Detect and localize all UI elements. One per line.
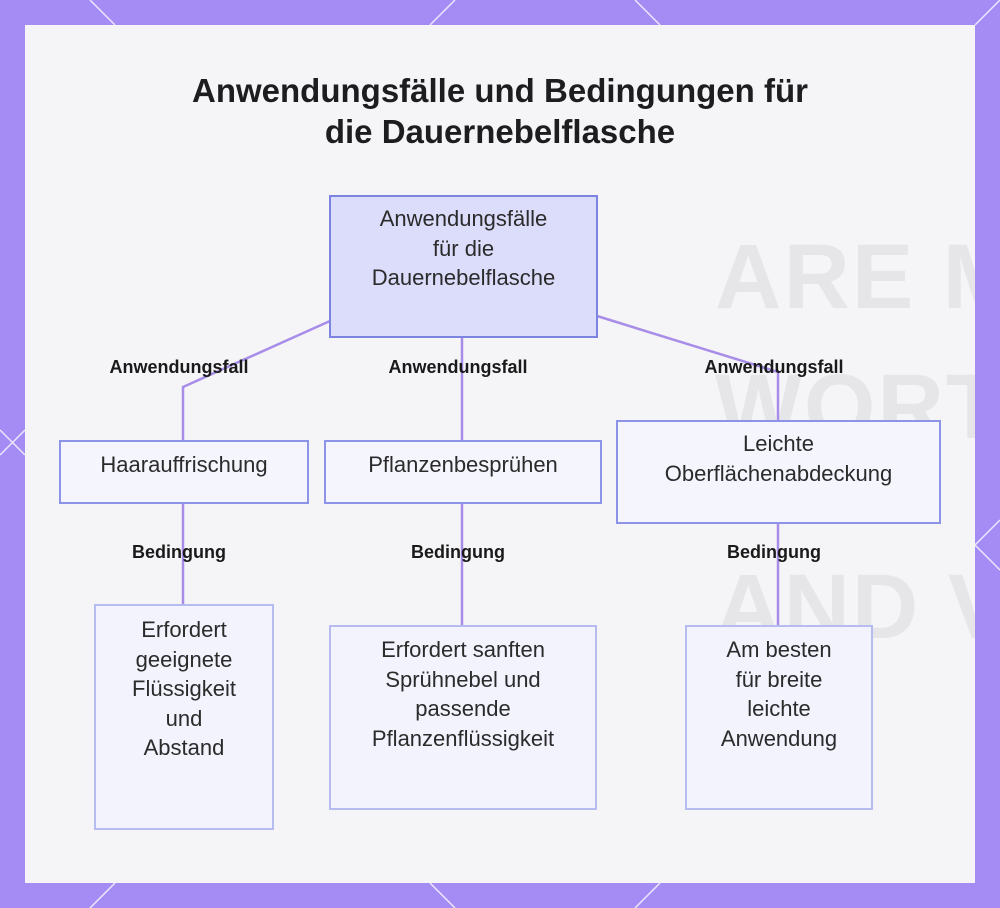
title-line: die Dauernebelflasche [324, 113, 676, 150]
node-text: für die [432, 235, 495, 261]
node-text: Abstand [143, 735, 225, 760]
node-text: Anwendungsfälle [379, 206, 548, 231]
node-text: Haarauffrischung [100, 452, 268, 477]
node-text: Anwendung [720, 725, 838, 751]
node-text: Erfordert [141, 617, 227, 642]
node-text: Leichte [743, 431, 814, 456]
node-text: für breite [735, 666, 823, 692]
node-text: Flüssigkeit [132, 676, 236, 701]
edge-label-usecase: Anwendungsfall [388, 357, 528, 377]
edge-label-condition: Bedingung [411, 542, 505, 562]
condition-node-surface: Am besten für breite leichte Anwendung [685, 625, 873, 810]
diagram-title: Anwendungsfälle und Bedingungen für die … [0, 70, 1000, 152]
edge-label-condition: Bedingung [727, 542, 821, 562]
root-node: Anwendungsfälle für die Dauernebelflasch… [329, 195, 598, 338]
node-text: Dauernebelflasche [371, 265, 556, 290]
edge-label-usecase: Anwendungsfall [109, 357, 249, 377]
usecase-node-surface: Leichte Oberflächenabdeckung [616, 420, 941, 524]
condition-node-hair: Erfordert geeignete Flüssigkeit und Abst… [94, 604, 274, 830]
usecase-node-hair: Haarauffrischung [59, 440, 309, 504]
edge-label-usecase: Anwendungsfall [704, 357, 844, 377]
node-text: passende [415, 696, 511, 721]
condition-node-plants: Erfordert sanften Sprühnebel und passend… [329, 625, 597, 810]
node-text: leichte [747, 696, 811, 721]
background-watermark-text: ARE M [715, 226, 975, 328]
node-text: geeignete [135, 646, 233, 672]
title-line: Anwendungsfälle und Bedingungen für [192, 72, 808, 109]
node-text: Oberflächenabdeckung [664, 460, 893, 486]
node-text: Pflanzenflüssigkeit [371, 725, 555, 751]
node-text: Am besten [726, 637, 832, 662]
usecase-node-plants: Pflanzenbesprühen [324, 440, 602, 504]
node-text: Sprühnebel und [385, 666, 541, 692]
node-text: Erfordert sanften [381, 637, 545, 662]
edge-label-condition: Bedingung [132, 542, 226, 562]
node-text: Pflanzenbesprühen [368, 452, 558, 477]
node-text: und [165, 705, 203, 731]
